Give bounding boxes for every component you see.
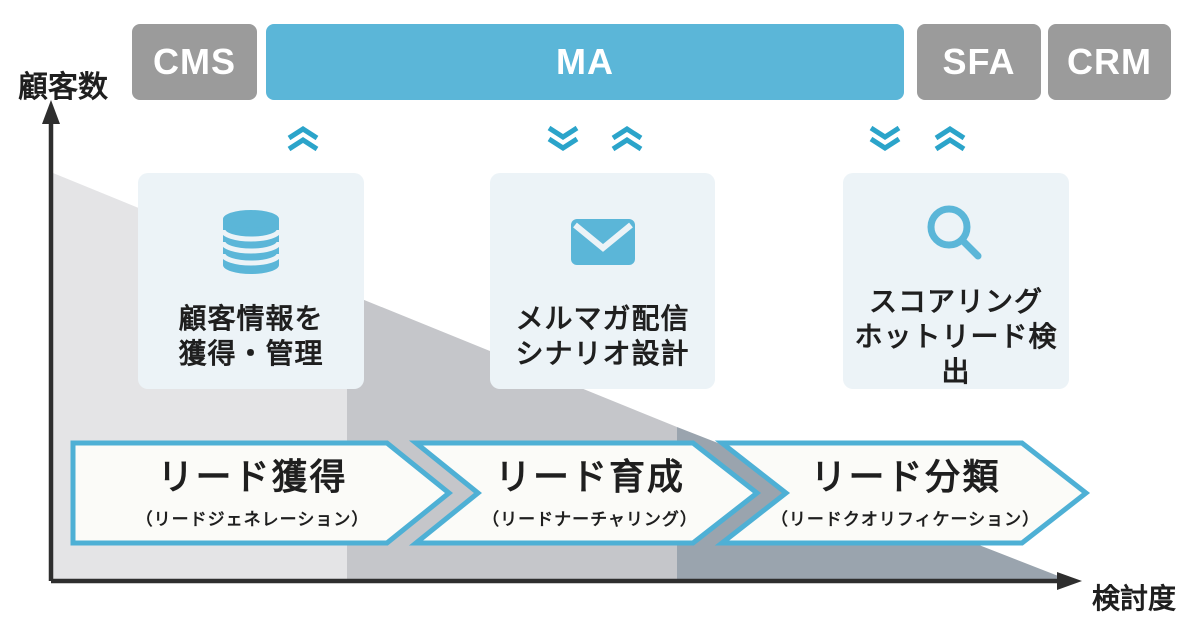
stage-title: リード獲得 <box>157 456 348 497</box>
card-scoring: スコアリング ホットリード検出 <box>843 173 1069 389</box>
card-text-line: 顧客情報を <box>178 303 324 334</box>
tool-label-crm: CRM <box>1067 41 1152 82</box>
x-axis-arrowhead-icon <box>1057 572 1082 590</box>
tool-box-crm: CRM <box>1048 24 1171 100</box>
stage-title: リード分類 <box>810 456 1001 497</box>
y-axis-label: 顧客数 <box>18 71 108 104</box>
card-text-line: メルマガ配信 <box>515 303 690 334</box>
database-icon <box>219 183 283 301</box>
stage-title: リード育成 <box>494 456 685 497</box>
chevron-down-icon <box>867 125 903 152</box>
search-icon <box>922 183 990 284</box>
stage-lead-qualification: リード分類 （リードクオリフィケーション） <box>758 456 1053 530</box>
stage-subtitle: （リードクオリフィケーション） <box>770 510 1041 529</box>
stage-arrow-2 <box>408 440 762 546</box>
y-axis-arrowhead-icon <box>42 100 60 124</box>
stage-arrow-3 <box>714 440 1091 546</box>
tool-box-ma: MA <box>266 24 904 100</box>
tool-box-cms: CMS <box>132 24 257 100</box>
card-text-line: スコアリング <box>868 286 1043 317</box>
stage-subtitle: （リードジェネレーション） <box>135 510 370 529</box>
stage-lead-generation: リード獲得 （リードジェネレーション） <box>85 456 420 530</box>
tool-label-cms: CMS <box>153 41 236 82</box>
tool-box-sfa: SFA <box>917 24 1041 100</box>
chevron-up-icon <box>609 125 645 152</box>
chevron-up-icon <box>932 125 968 152</box>
mail-icon <box>570 183 636 301</box>
card-customer-data: 顧客情報を 獲得・管理 <box>138 173 364 389</box>
chevron-down-icon <box>545 125 581 152</box>
stage-lead-nurturing: リード育成 （リードナーチャリング） <box>450 456 730 530</box>
stage-arrow-1 <box>70 440 453 546</box>
card-mail-scenario: メルマガ配信 シナリオ設計 <box>490 173 715 389</box>
card-text-line: ホットリード検出 <box>854 321 1058 387</box>
tool-label-sfa: SFA <box>942 41 1016 82</box>
tool-label-ma: MA <box>556 41 614 82</box>
card-text-line: 獲得・管理 <box>178 338 324 369</box>
stage-subtitle: （リードナーチャリング） <box>482 510 698 529</box>
x-axis-label: 検討度 <box>1092 583 1177 614</box>
chevron-up-icon <box>285 125 321 152</box>
card-text-line: シナリオ設計 <box>515 338 690 369</box>
